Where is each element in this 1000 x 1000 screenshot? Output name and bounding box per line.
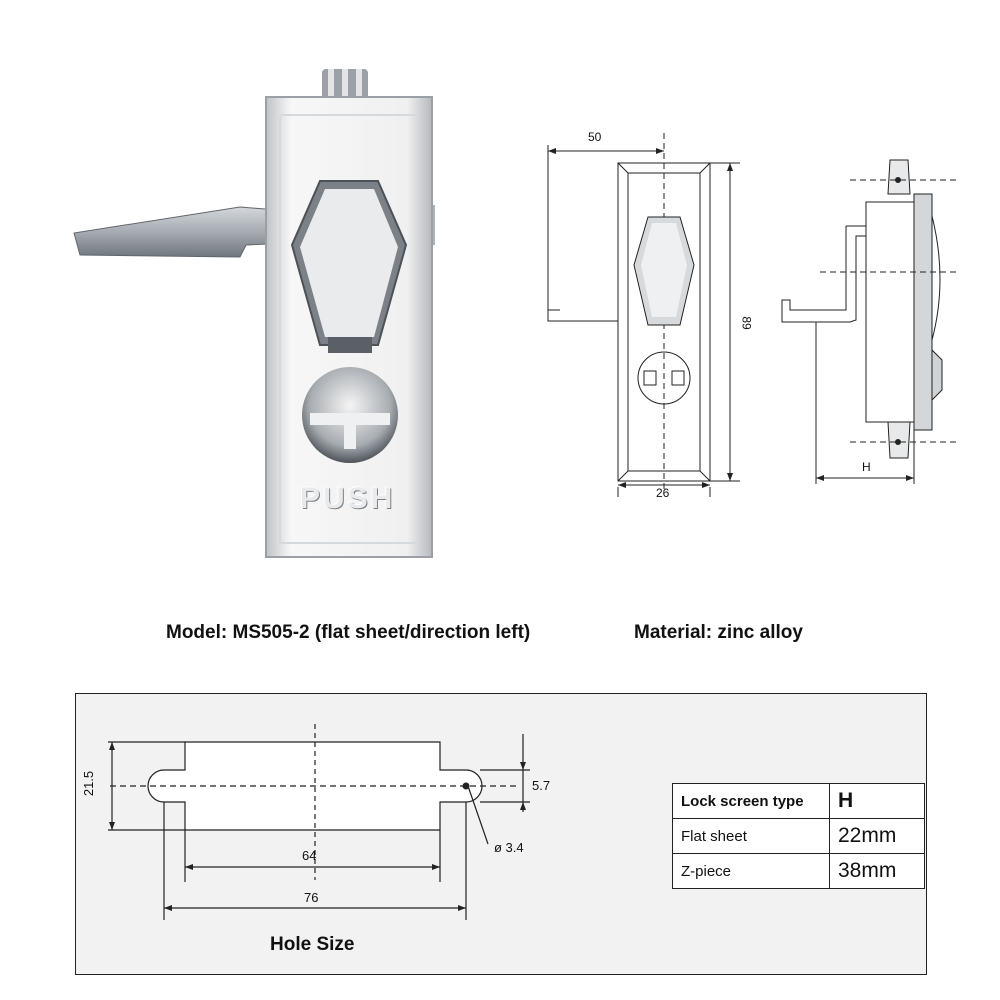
hole-size-title: Hole Size — [270, 934, 355, 955]
dim-diameter-label: ø 3.4 — [494, 840, 524, 855]
spec-header-row: Lock screen type H — [672, 783, 925, 819]
spec-row: Z-piece 38mm — [672, 853, 925, 889]
side-view-drawing — [781, 159, 960, 484]
spec-row-label: Z-piece — [672, 853, 830, 889]
spec-row-value: 22mm — [829, 818, 925, 854]
spec-row-label: Flat sheet — [672, 818, 830, 854]
dim-21-5-label: 21.5 — [81, 770, 97, 797]
spec-table: Lock screen type H Flat sheet 22mm Z-pie… — [672, 783, 925, 889]
dim-76-label: 76 — [304, 890, 319, 905]
spec-header-label: Lock screen type — [672, 783, 830, 819]
spec-row-value: 38mm — [829, 853, 925, 889]
dim-50-label: 50 — [588, 130, 602, 144]
dim-h-label: H — [862, 460, 871, 474]
front-view-drawing — [547, 133, 740, 497]
model-caption: Model: MS505-2 (flat sheet/direction lef… — [166, 622, 531, 643]
dim-5-7-label: 5.7 — [532, 778, 551, 793]
handle-lever — [73, 206, 291, 258]
material-caption: Material: zinc alloy — [634, 622, 803, 643]
dim-89-label: 89 — [739, 316, 754, 330]
product-photo — [73, 69, 435, 558]
hole-size-drawing — [108, 724, 530, 920]
spec-row: Flat sheet 22mm — [672, 818, 925, 854]
top-screw — [322, 69, 368, 101]
spec-header-value: H — [829, 783, 925, 819]
dim-64-label: 64 — [302, 848, 317, 863]
push-label: PUSH — [300, 482, 396, 515]
dim-26-label: 26 — [656, 486, 670, 500]
